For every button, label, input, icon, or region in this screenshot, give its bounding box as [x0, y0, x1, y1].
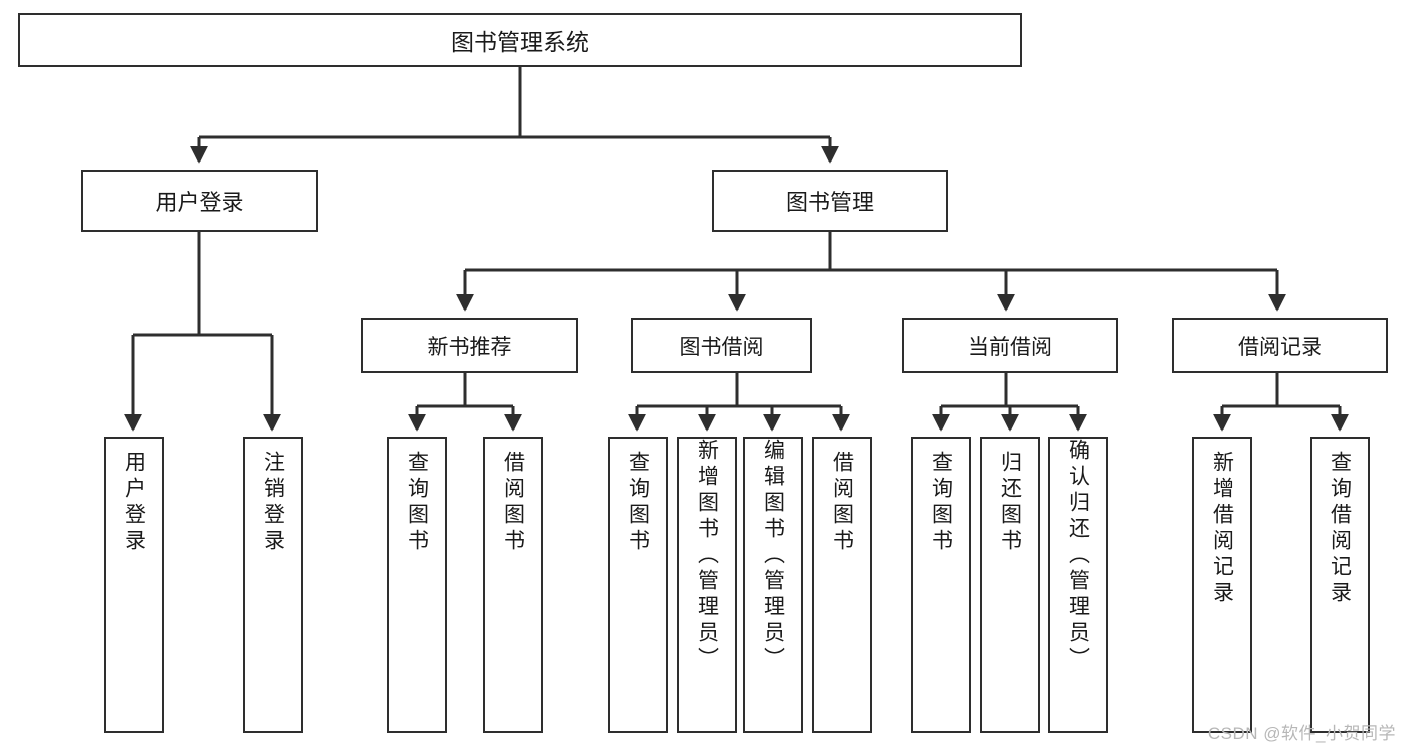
node-current-borrow[interactable]: 当前借阅	[902, 318, 1118, 373]
leaf-current-return-book[interactable]: 归还图书	[980, 437, 1040, 733]
node-user-login[interactable]: 用户登录	[81, 170, 318, 232]
leaf-current-confirm-return[interactable]: 确认归还（管理员）	[1048, 437, 1108, 733]
leaf-borrow-edit-book-label: 编辑图书（管理员）	[761, 439, 785, 673]
leaf-current-query-book[interactable]: 查询图书	[911, 437, 971, 733]
leaf-borrow-add-book-label: 新增图书（管理员）	[695, 439, 719, 673]
node-user-login-label: 用户登录	[155, 190, 244, 215]
leaf-user-logout-label: 注销登录	[261, 451, 285, 555]
leaf-recommend-query-book[interactable]: 查询图书	[387, 437, 447, 733]
leaf-record-add-record-label: 新增借阅记录	[1210, 451, 1234, 607]
node-book-management[interactable]: 图书管理	[712, 170, 948, 232]
node-book-management-label: 图书管理	[785, 190, 874, 215]
node-new-book-recommend-label: 新书推荐	[427, 335, 512, 359]
leaf-borrow-borrow-book-label: 借阅图书	[830, 451, 854, 555]
leaf-current-query-book-label: 查询图书	[929, 451, 953, 555]
node-book-borrow-label: 图书借阅	[679, 335, 764, 359]
leaf-user-logout[interactable]: 注销登录	[243, 437, 303, 733]
leaf-borrow-edit-book[interactable]: 编辑图书（管理员）	[743, 437, 803, 733]
leaf-current-confirm-return-label: 确认归还（管理员）	[1066, 439, 1090, 673]
leaf-user-login[interactable]: 用户登录	[104, 437, 164, 733]
leaf-record-query-record-label: 查询借阅记录	[1328, 451, 1352, 607]
leaf-recommend-borrow-book[interactable]: 借阅图书	[483, 437, 543, 733]
node-root[interactable]: 图书管理系统	[18, 13, 1022, 67]
leaf-borrow-query-book-label: 查询图书	[626, 451, 650, 555]
leaf-recommend-borrow-book-label: 借阅图书	[501, 451, 525, 555]
leaf-borrow-query-book[interactable]: 查询图书	[608, 437, 668, 733]
leaf-record-add-record[interactable]: 新增借阅记录	[1192, 437, 1252, 733]
leaf-borrow-add-book[interactable]: 新增图书（管理员）	[677, 437, 737, 733]
node-current-borrow-label: 当前借阅	[968, 335, 1052, 359]
leaf-current-return-book-label: 归还图书	[998, 451, 1022, 555]
leaf-recommend-query-book-label: 查询图书	[405, 451, 429, 555]
leaf-record-query-record[interactable]: 查询借阅记录	[1310, 437, 1370, 733]
watermark: CSDN @软件_小贺同学	[1207, 724, 1396, 743]
node-book-borrow[interactable]: 图书借阅	[631, 318, 812, 373]
node-root-label: 图书管理系统	[451, 29, 589, 55]
node-borrow-record-label: 借阅记录	[1238, 335, 1322, 359]
node-borrow-record[interactable]: 借阅记录	[1172, 318, 1388, 373]
node-new-book-recommend[interactable]: 新书推荐	[361, 318, 578, 373]
leaf-user-login-label: 用户登录	[122, 451, 146, 555]
leaf-borrow-borrow-book[interactable]: 借阅图书	[812, 437, 872, 733]
